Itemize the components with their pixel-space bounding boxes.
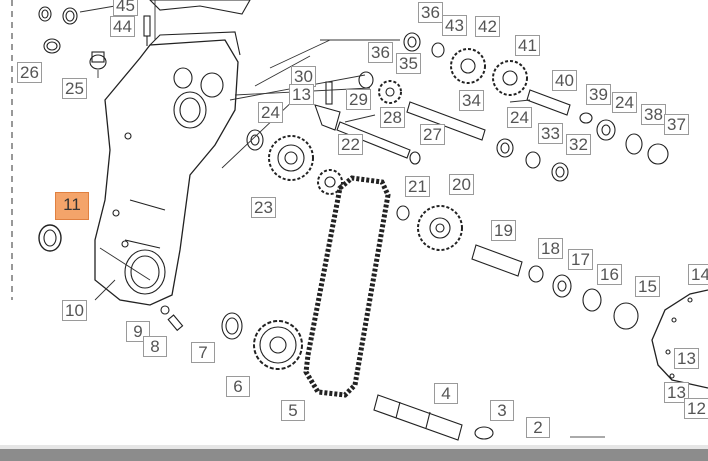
- bearing-part-24-middle: [496, 138, 514, 158]
- callout-24-middle[interactable]: 24: [507, 107, 532, 128]
- callout-17[interactable]: 17: [568, 249, 593, 270]
- callout-6[interactable]: 6: [226, 376, 250, 397]
- callout-33[interactable]: 33: [538, 123, 563, 144]
- callout-28[interactable]: 28: [380, 107, 405, 128]
- callout-24-right[interactable]: 24: [612, 92, 637, 113]
- ring-part-18: [528, 265, 544, 283]
- top-flap: [149, 0, 251, 15]
- callout-39[interactable]: 39: [586, 84, 611, 105]
- gear-part-41: [492, 60, 528, 96]
- callout-25[interactable]: 25: [62, 78, 87, 99]
- spacer-part-21: [396, 205, 410, 221]
- ring-part-16: [582, 288, 602, 312]
- shaft-part-22: [336, 121, 411, 159]
- oil-seal-part-11: [38, 224, 62, 252]
- callout-37[interactable]: 37: [664, 114, 689, 135]
- bearing-part-24-left: [246, 129, 264, 151]
- washer-part-27: [409, 151, 421, 165]
- callout-30[interactable]: 30: [291, 66, 316, 87]
- gasket-part-37: [647, 143, 669, 165]
- gear-part-20: [417, 205, 463, 251]
- callout-36-top[interactable]: 36: [418, 2, 443, 23]
- callout-36-mid[interactable]: 36: [368, 42, 393, 63]
- callout-42[interactable]: 42: [475, 16, 500, 37]
- callout-29[interactable]: 29: [346, 89, 371, 110]
- pin-part-44: [143, 15, 151, 46]
- callout-27[interactable]: 27: [420, 124, 445, 145]
- ring-part-26: [43, 38, 61, 54]
- callout-44[interactable]: 44: [110, 16, 135, 37]
- callout-2[interactable]: 2: [526, 417, 550, 438]
- callout-34[interactable]: 34: [459, 90, 484, 111]
- bearing-part-36-top: [403, 32, 421, 52]
- output-shaft-part-4: [373, 394, 463, 441]
- circlip-part-33: [525, 151, 541, 169]
- callout-41[interactable]: 41: [515, 35, 540, 56]
- callout-43[interactable]: 43: [442, 15, 467, 36]
- side-cover-part-14: [651, 289, 708, 389]
- plug-part-25: [89, 51, 107, 70]
- callout-8[interactable]: 8: [143, 336, 167, 357]
- gear-part-35: [378, 80, 402, 104]
- callout-14[interactable]: 14: [688, 264, 708, 285]
- bottom-strip: [0, 445, 708, 449]
- callout-13-right-lower[interactable]: 13: [664, 382, 689, 403]
- bearing-part-17: [552, 274, 572, 298]
- callout-23[interactable]: 23: [251, 197, 276, 218]
- ring-part-45: [38, 6, 78, 25]
- callout-4[interactable]: 4: [434, 383, 458, 404]
- callout-11[interactable]: 11: [55, 192, 89, 220]
- callout-21[interactable]: 21: [405, 176, 430, 197]
- callout-10[interactable]: 10: [62, 300, 87, 321]
- small-sprocket: [317, 169, 343, 195]
- callout-26[interactable]: 26: [17, 62, 42, 83]
- bearing-part-7: [221, 312, 243, 340]
- chain-part-5: [303, 175, 391, 398]
- callout-13-right-upper[interactable]: 13: [674, 348, 699, 369]
- callout-22[interactable]: 22: [338, 134, 363, 155]
- callout-7[interactable]: 7: [191, 342, 215, 363]
- callout-35[interactable]: 35: [396, 53, 421, 74]
- sprocket-part-6: [253, 320, 303, 370]
- bearing-part-24-right: [596, 119, 616, 141]
- callout-45[interactable]: 45: [113, 0, 138, 16]
- shaft-part-34: [406, 101, 486, 141]
- ring-part-38: [625, 133, 643, 155]
- callout-12[interactable]: 12: [684, 398, 708, 419]
- gasket-part-15: [613, 302, 639, 330]
- gear-part-23: [268, 135, 314, 181]
- callout-13-top[interactable]: 13: [289, 84, 314, 105]
- spacer-part-43: [431, 42, 445, 58]
- callout-16[interactable]: 16: [597, 264, 622, 285]
- callout-19[interactable]: 19: [491, 220, 516, 241]
- bottom-scrollbar[interactable]: [0, 449, 708, 461]
- callout-32[interactable]: 32: [566, 134, 591, 155]
- callout-38[interactable]: 38: [641, 104, 666, 125]
- callout-15[interactable]: 15: [635, 276, 660, 297]
- gear-part-42: [450, 48, 486, 84]
- callout-3[interactable]: 3: [490, 400, 514, 421]
- callout-18[interactable]: 18: [538, 238, 563, 259]
- callout-5[interactable]: 5: [281, 400, 305, 421]
- callout-20[interactable]: 20: [449, 174, 474, 195]
- gearbox-housing: [94, 31, 241, 306]
- shaft-part-40: [526, 89, 571, 116]
- ring-part-3: [474, 426, 494, 440]
- ring-part-39: [579, 112, 593, 124]
- screw-part-8: [160, 305, 184, 332]
- fork-part-29: [314, 81, 341, 131]
- callout-40[interactable]: 40: [552, 70, 577, 91]
- bearing-part-32: [551, 162, 569, 182]
- bearing-part-36-mid: [358, 71, 374, 89]
- callout-24-left[interactable]: 24: [258, 102, 283, 123]
- shaft-part-19: [471, 244, 523, 277]
